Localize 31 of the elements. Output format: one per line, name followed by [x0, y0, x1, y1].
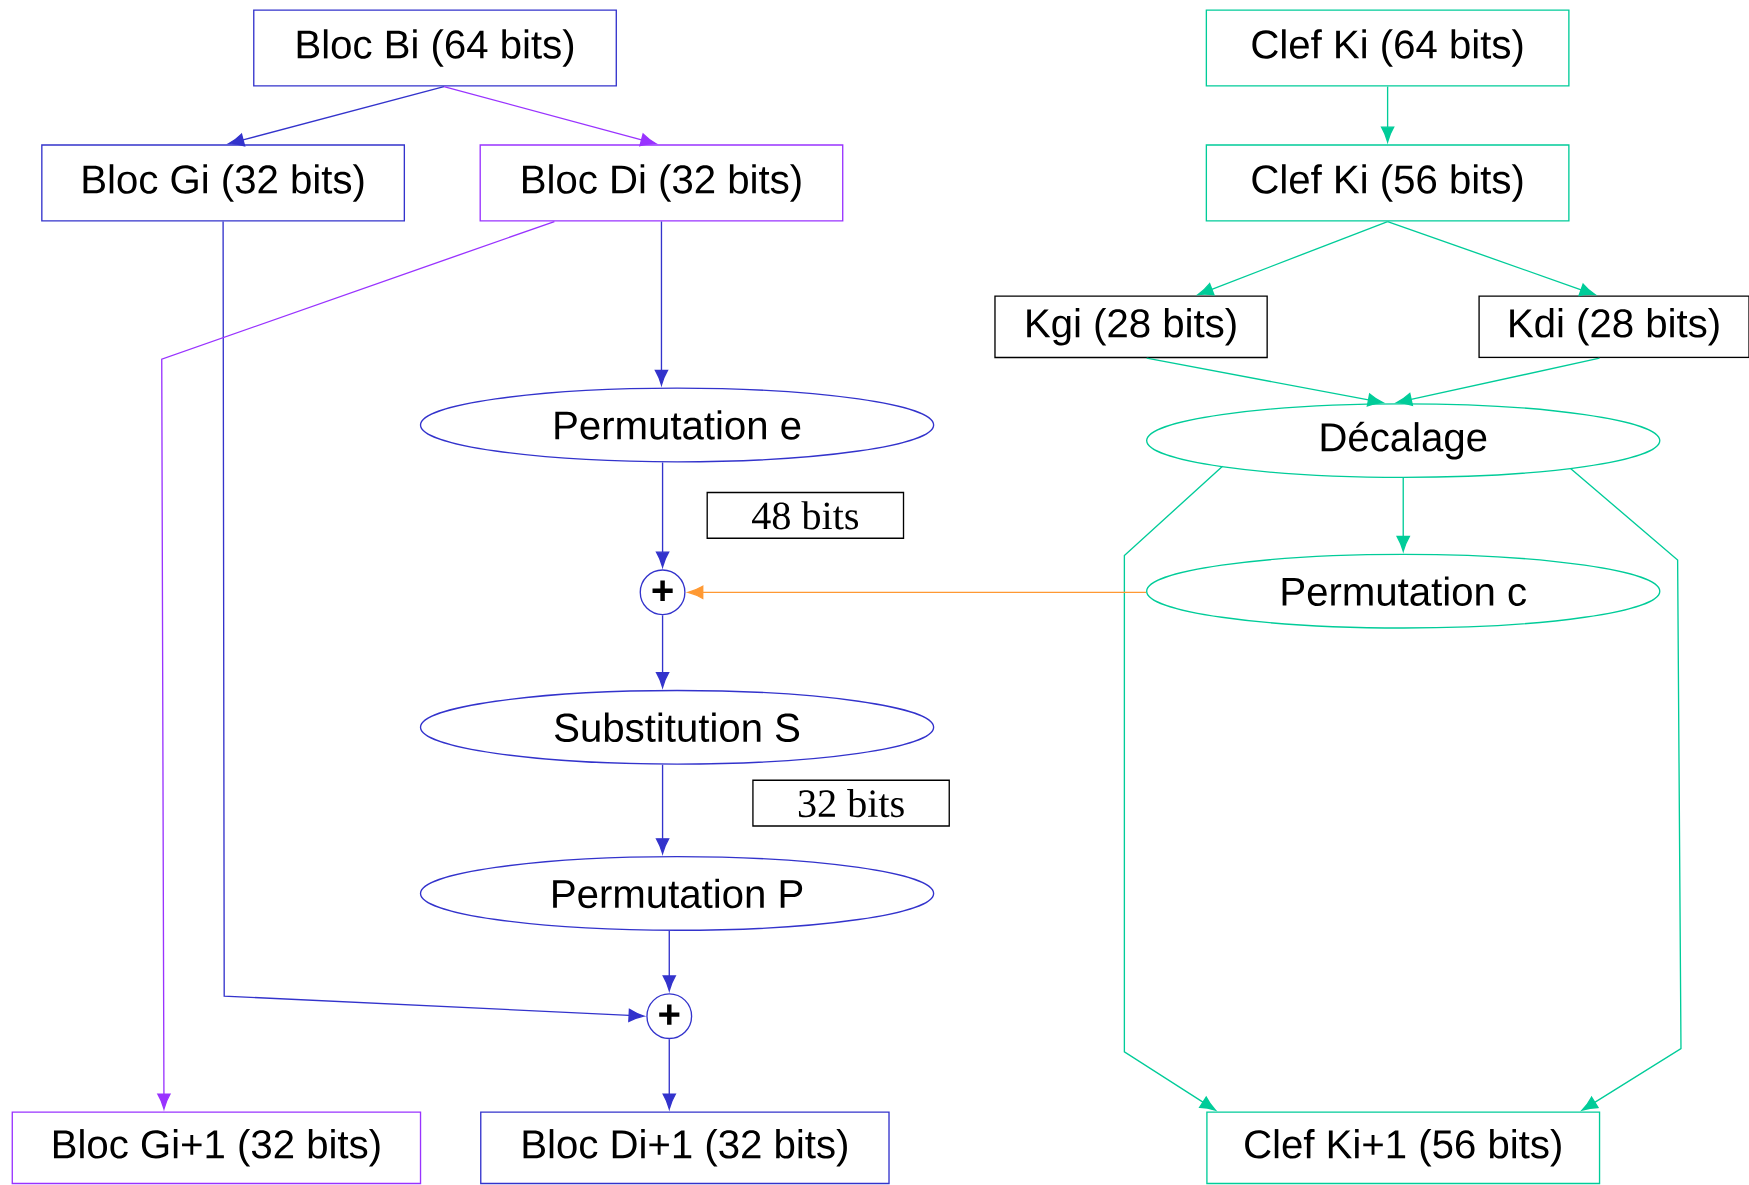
arrow — [662, 930, 676, 992]
arrow — [662, 1038, 676, 1110]
process-box: Bloc Di+1 (32 bits) — [480, 1111, 890, 1185]
arrow — [1380, 86, 1395, 143]
arrow — [1396, 357, 1601, 407]
arrow — [1146, 357, 1384, 407]
process-box: Kgi (28 bits) — [994, 295, 1268, 359]
process-box: Bloc Bi (64 bits) — [253, 9, 617, 87]
arrow — [654, 221, 669, 386]
process-box: Bloc Di (32 bits) — [479, 144, 844, 222]
arrow — [655, 614, 670, 689]
arrow — [1197, 221, 1389, 296]
arrow — [222, 221, 645, 1023]
process-box: Clef Ki+1 (56 bits) — [1206, 1111, 1601, 1185]
process-box: Kdi (28 bits) — [1478, 295, 1749, 359]
edge-label: 48 bits — [706, 492, 905, 540]
arrow — [687, 585, 1147, 600]
arrow — [1569, 468, 1682, 1111]
edge-label: 32 bits — [752, 779, 950, 827]
process-box: Clef Ki (64 bits) — [1205, 9, 1570, 87]
arrow — [1396, 477, 1410, 553]
arrow — [655, 764, 670, 855]
arrow — [228, 86, 445, 147]
process-box: Bloc Gi+1 (32 bits) — [11, 1111, 422, 1185]
arrow — [1386, 221, 1596, 297]
arrow — [157, 221, 556, 1110]
arrow — [655, 462, 670, 568]
arrow — [443, 86, 657, 147]
arrow — [1123, 465, 1224, 1111]
process-box: Bloc Gi (32 bits) — [41, 144, 406, 222]
process-box: Clef Ki (56 bits) — [1205, 144, 1570, 222]
